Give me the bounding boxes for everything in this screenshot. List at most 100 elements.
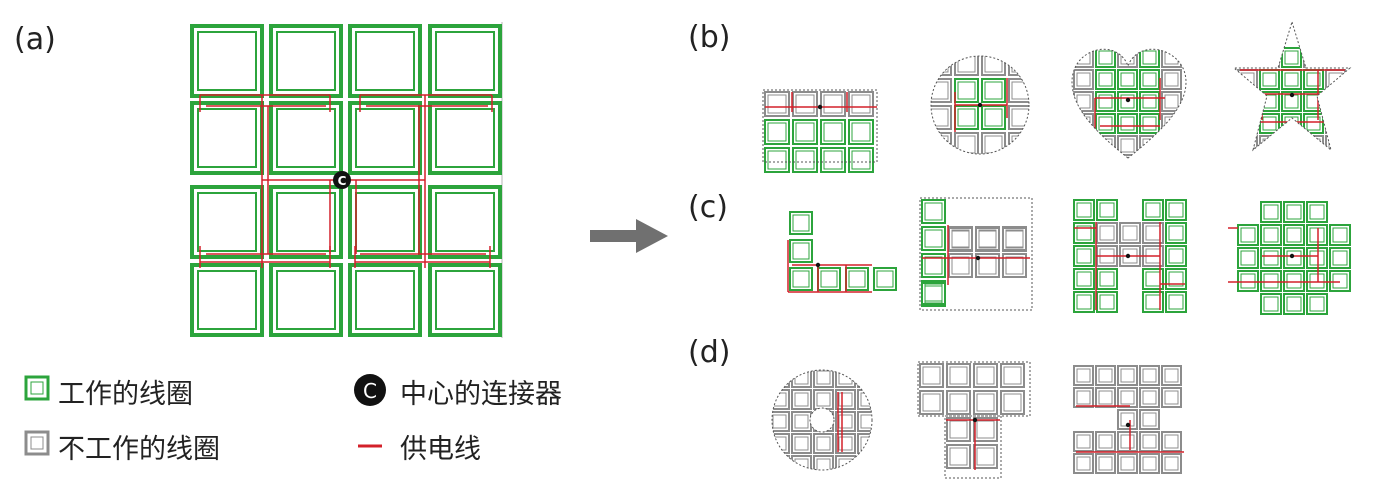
idle-coil <box>1161 431 1182 452</box>
working-coil <box>1139 91 1160 112</box>
center-connector-icon <box>1289 253 1295 259</box>
working-coil <box>1117 113 1138 134</box>
working-coil <box>1096 291 1118 313</box>
working-coil <box>269 24 343 98</box>
center-connector-icon <box>817 104 823 110</box>
idle-coil <box>1259 47 1280 68</box>
working-coil <box>1095 113 1116 134</box>
working-coil <box>1329 270 1351 292</box>
legend-working-coil-label: 工作的线圈 <box>58 379 193 410</box>
idle-coil <box>1161 453 1182 474</box>
panel-label-d: (d) <box>688 335 731 370</box>
idle-coil <box>1073 431 1094 452</box>
idle-coil <box>1096 222 1118 244</box>
working-coil <box>1096 268 1118 290</box>
idle-coil <box>1073 49 1094 68</box>
working-coil <box>348 101 422 175</box>
idle-coil <box>848 91 874 117</box>
shape-t-rotated <box>919 197 1033 311</box>
idle-coil <box>981 56 1006 76</box>
working-coil <box>1306 201 1328 223</box>
idle-coil <box>1073 69 1094 90</box>
idle-coil <box>1325 47 1346 68</box>
idle-coil <box>1095 453 1116 474</box>
idle-coil <box>791 389 812 410</box>
working-coil <box>1303 113 1324 134</box>
working-coil <box>1073 245 1095 267</box>
working-coil <box>348 185 422 259</box>
idle-coil <box>835 411 856 432</box>
idle-coil <box>813 370 834 388</box>
shape-l <box>787 211 897 293</box>
working-coil <box>1260 201 1282 223</box>
idle-coil <box>835 389 856 410</box>
idle-coil <box>835 370 856 388</box>
legend-connector-letter: C <box>363 379 377 403</box>
working-coil <box>1303 91 1324 112</box>
idle-coil <box>1008 56 1029 76</box>
idle-coil <box>1161 49 1182 68</box>
idle-coil <box>1237 113 1258 134</box>
idle-coil <box>1117 365 1138 386</box>
idle-coil <box>835 455 856 470</box>
legend-idle-coil-swatch <box>24 430 50 456</box>
working-coil <box>1283 247 1305 269</box>
idle-coil <box>931 78 952 103</box>
working-coil <box>1073 291 1095 313</box>
panel-label-b: (b) <box>688 20 731 55</box>
idle-coil <box>919 390 944 415</box>
idle-coil <box>791 433 812 454</box>
working-coil <box>764 119 790 145</box>
idle-coil <box>1095 387 1116 408</box>
idle-coil <box>973 444 998 469</box>
working-coil <box>1139 49 1160 68</box>
working-coil <box>1096 199 1118 221</box>
legend-power-line-label: 供电线 <box>400 434 481 465</box>
idle-coil <box>772 370 790 388</box>
working-coil <box>1260 270 1282 292</box>
idle-coil <box>1073 453 1094 474</box>
center-connector-icon <box>1125 253 1131 259</box>
idle-coil <box>948 253 973 278</box>
working-coil <box>1117 69 1138 90</box>
working-coil <box>792 147 818 173</box>
working-coil <box>1142 199 1164 221</box>
idle-coil <box>1073 387 1094 408</box>
working-coil <box>1283 270 1305 292</box>
idle-coil <box>1139 431 1160 452</box>
idle-coil <box>1281 135 1302 150</box>
idle-coil <box>1161 365 1182 386</box>
panel-a-coil-grid: C <box>190 22 503 338</box>
working-coil <box>428 101 502 175</box>
working-coil <box>428 263 502 337</box>
working-coil <box>348 263 422 337</box>
idle-coil <box>1002 227 1027 252</box>
idle-coil <box>1139 387 1160 408</box>
idle-coil <box>792 91 818 117</box>
idle-coil <box>946 390 971 415</box>
idle-coil <box>1139 135 1160 156</box>
working-coil <box>1139 69 1160 90</box>
idle-coil <box>1117 453 1138 474</box>
idle-coil <box>835 433 856 454</box>
idle-coil <box>1073 365 1094 386</box>
idle-coil <box>946 363 971 388</box>
idle-coil <box>857 433 872 454</box>
shape-h <box>1073 199 1187 313</box>
shape-t <box>917 361 1031 479</box>
working-coil <box>954 105 979 130</box>
idle-coil <box>1008 105 1029 130</box>
idle-coil <box>1073 91 1094 112</box>
working-coil <box>269 185 343 259</box>
working-coil <box>954 78 979 103</box>
power-lines-a <box>199 94 493 268</box>
idle-coil <box>946 444 971 469</box>
idle-coil <box>1117 135 1138 156</box>
panel-label-a: (a) <box>14 22 56 57</box>
idle-coil <box>772 455 790 470</box>
legend-connector-swatch: C <box>354 374 386 406</box>
idle-coil <box>931 56 952 76</box>
idle-coil <box>1161 69 1182 90</box>
working-coil <box>1306 270 1328 292</box>
